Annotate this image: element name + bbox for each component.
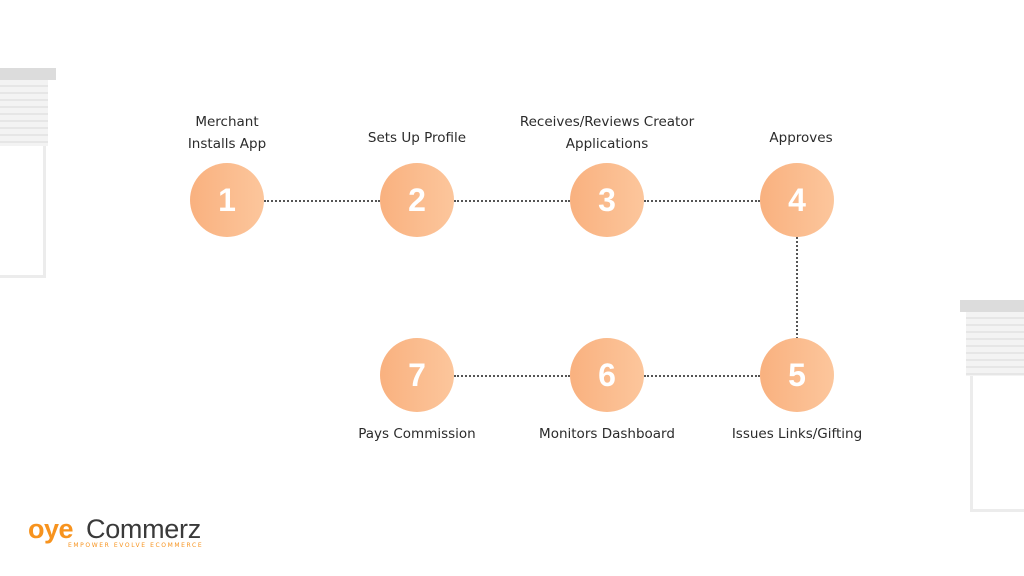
step-3-label: Receives/Reviews Creator Applications bbox=[519, 114, 695, 152]
connector-3-4 bbox=[644, 200, 760, 202]
step-5-circle: 5 bbox=[760, 338, 834, 412]
step-6-circle: 6 bbox=[570, 338, 644, 412]
connector-1-2 bbox=[264, 200, 380, 202]
connector-6-7 bbox=[454, 375, 570, 377]
step-6-label: Monitors Dashboard bbox=[539, 426, 675, 442]
step-2-label: Sets Up Profile bbox=[367, 130, 467, 146]
step-2-circle: 2 bbox=[380, 163, 454, 237]
connector-5-6 bbox=[644, 375, 760, 377]
connector-2-3 bbox=[454, 200, 570, 202]
step-1-label: Merchant Installs App bbox=[187, 114, 267, 152]
window-blind-decoration-left bbox=[0, 68, 56, 278]
connector-4-5 bbox=[796, 237, 798, 339]
step-4-circle: 4 bbox=[760, 163, 834, 237]
step-7-circle: 7 bbox=[380, 338, 454, 412]
logo-oye-text: oye bbox=[28, 514, 74, 544]
logo-commerz-text: Commerz bbox=[86, 514, 201, 544]
step-7-label: Pays Commission bbox=[358, 426, 476, 442]
step-5-label: Issues Links/Gifting bbox=[731, 426, 863, 442]
window-blind-decoration-right bbox=[960, 300, 1024, 512]
brand-logo: oye Commerz EMPOWER EVOLVE ECOMMERCE bbox=[28, 514, 228, 554]
step-1-circle: 1 bbox=[190, 163, 264, 237]
step-4-label: Approves bbox=[769, 130, 833, 146]
step-3-circle: 3 bbox=[570, 163, 644, 237]
logo-tagline: EMPOWER EVOLVE ECOMMERCE bbox=[68, 542, 204, 549]
